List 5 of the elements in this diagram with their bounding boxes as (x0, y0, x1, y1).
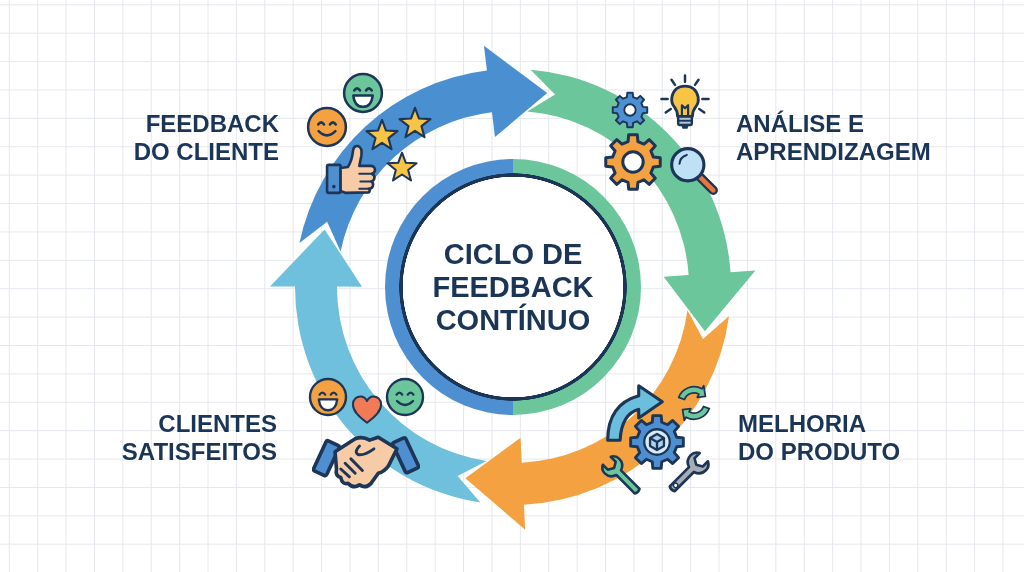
center-title: CICLO DE FEEDBACK CONTÍNUO (431, 237, 595, 337)
stage-label: ANÁLISE E APRENDIZAGEM (736, 110, 932, 166)
stage-label: CLIENTES SATISFEITOS (120, 410, 277, 466)
stage-label: FEEDBACK DO CLIENTE (132, 110, 279, 166)
stage-label: MELHORIA DO PRODUTO (738, 410, 902, 466)
